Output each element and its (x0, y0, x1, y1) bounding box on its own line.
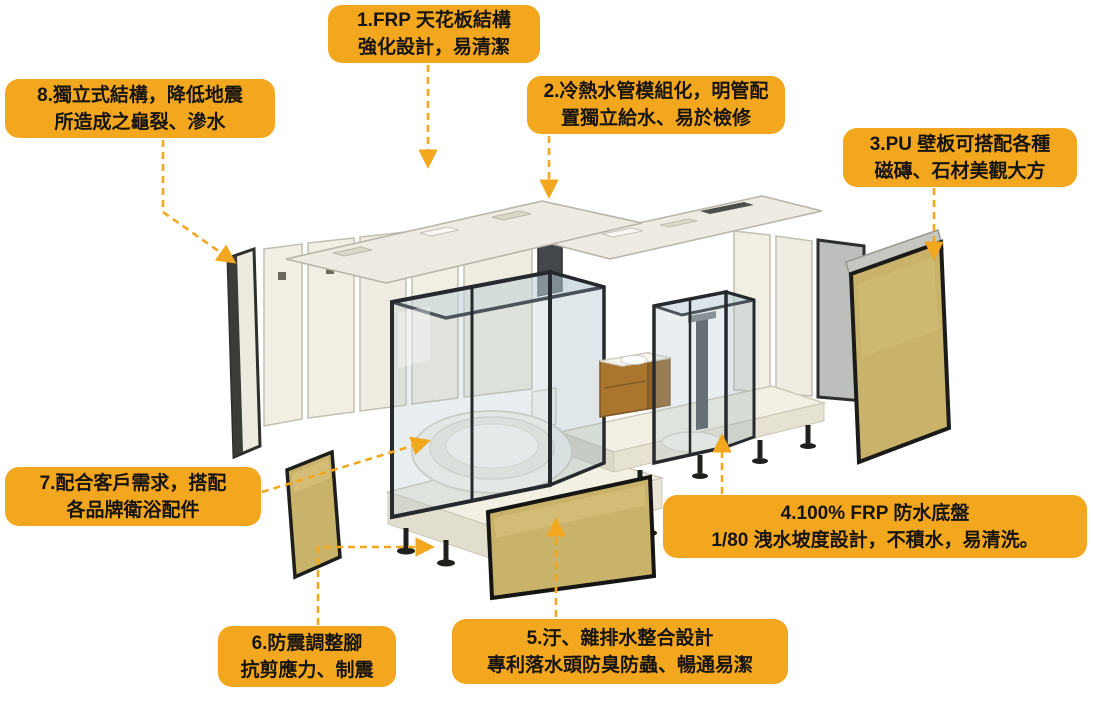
exploded-bathroom-illustration (226, 195, 952, 601)
callout-text-line: 各品牌衛浴配件 (66, 499, 200, 521)
callout-text-line: 強化設計，易清潔 (357, 37, 510, 58)
back-wall-panels-right (733, 230, 866, 403)
callout-text-line: 專利落水頭防臭防蟲、暢通易潔 (486, 654, 753, 676)
shower-head (688, 311, 716, 323)
callout-custom-fixtures: 7.配合客戶需求，搭配 各品牌衛浴配件 (5, 467, 261, 526)
leader-line-8 (161, 140, 237, 264)
wall-board-center (485, 474, 657, 601)
wall-board-right (845, 229, 952, 465)
callout-pu-wall-panel: 3.PU 壁板可搭配各種 磁磚、石材美觀大方 (843, 128, 1077, 187)
callout-text-line: 8.獨立式結構，降低地震 (37, 84, 243, 106)
leader-line-7 (261, 436, 431, 494)
callout-text-line: 7.配合客戶需求，搭配 (39, 472, 227, 494)
callout-text-line: 4.100% FRP 防水底盤 (780, 502, 970, 524)
callout-water-pipes: 2.冷熱水管模組化，明管配 置獨立給水、易於檢修 (527, 76, 785, 134)
leader-line-6 (316, 537, 435, 625)
left-wall-panel (226, 246, 262, 460)
callout-text-line: 3.PU 壁板可搭配各種 (869, 133, 1051, 155)
callout-text-line: 所造成之龜裂、滲水 (54, 111, 226, 133)
callout-text-line: 1/80 洩水坡度設計，不積水，易清洗。 (711, 529, 1039, 551)
bathtub (411, 410, 573, 494)
callout-text-line: 5.汙、雜排水整合設計 (526, 627, 714, 649)
callout-text-line: 磁磚、石材美觀大方 (874, 160, 1046, 182)
shower-column (696, 316, 708, 430)
callout-text-line: 6.防震調整腳 (251, 632, 363, 654)
callout-drainage-design: 5.汙、雜排水整合設計 專利落水頭防臭防蟲、暢通易潔 (452, 619, 788, 684)
glass-shower-enclosure-right (652, 289, 756, 466)
ceiling-panel-left (285, 200, 643, 284)
callout-anti-seismic-feet: 6.防震調整腳 抗剪應力、制震 (218, 626, 396, 687)
glass-shower-enclosure-left (390, 269, 606, 520)
callout-frp-waterproof-base: 4.100% FRP 防水底盤 1/80 洩水坡度設計，不積水，易清洗。 (663, 495, 1087, 558)
callout-text-line: 1.FRP 天花板結構 (357, 10, 511, 31)
callout-frp-ceiling: 1.FRP 天花板結構 強化設計，易清潔 (328, 5, 540, 63)
callout-text-line: 2.冷熱水管模組化，明管配 (543, 81, 769, 102)
callout-text-line: 抗剪應力、制震 (240, 659, 374, 681)
callout-independent-structure: 8.獨立式結構，降低地震 所造成之龜裂、滲水 (5, 79, 275, 138)
leader-lines (161, 65, 944, 625)
callout-text-line: 置獨立給水、易於檢修 (560, 108, 751, 129)
ceiling-panel-right (547, 195, 823, 260)
